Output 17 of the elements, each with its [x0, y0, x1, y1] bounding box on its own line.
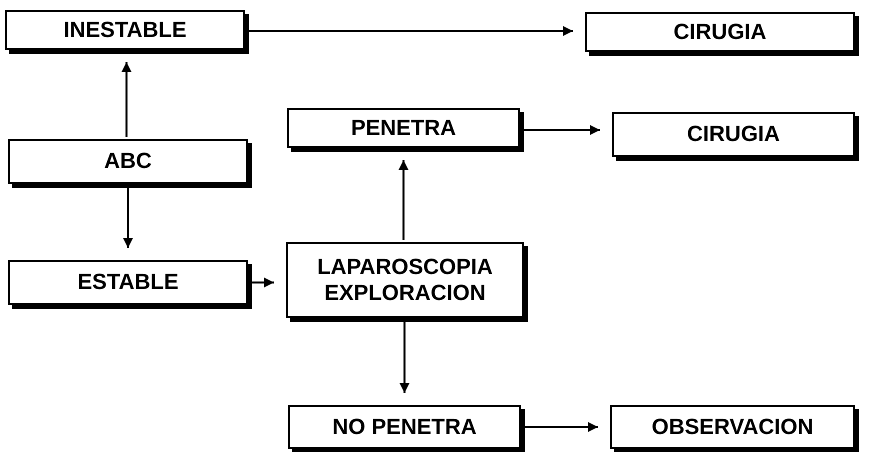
box-label: NO PENETRA [332, 414, 477, 440]
arrow [249, 26, 573, 36]
box-label: LAPAROSCOPIA EXPLORACION [316, 254, 494, 306]
arrow [525, 422, 598, 432]
box-label: OBSERVACION [652, 414, 814, 440]
arrow [123, 188, 133, 248]
arrow [524, 125, 600, 135]
box-label: ESTABLE [77, 269, 179, 296]
box-label: PENETRA [350, 114, 456, 142]
box-label: CIRUGIA [687, 121, 780, 148]
arrow [400, 322, 410, 393]
arrow [398, 160, 408, 240]
box-label: CIRUGIA [674, 18, 766, 46]
arrow [122, 62, 132, 137]
box-label: ABC [104, 148, 152, 175]
arrow [252, 278, 274, 288]
box-label: INESTABLE [63, 16, 187, 44]
